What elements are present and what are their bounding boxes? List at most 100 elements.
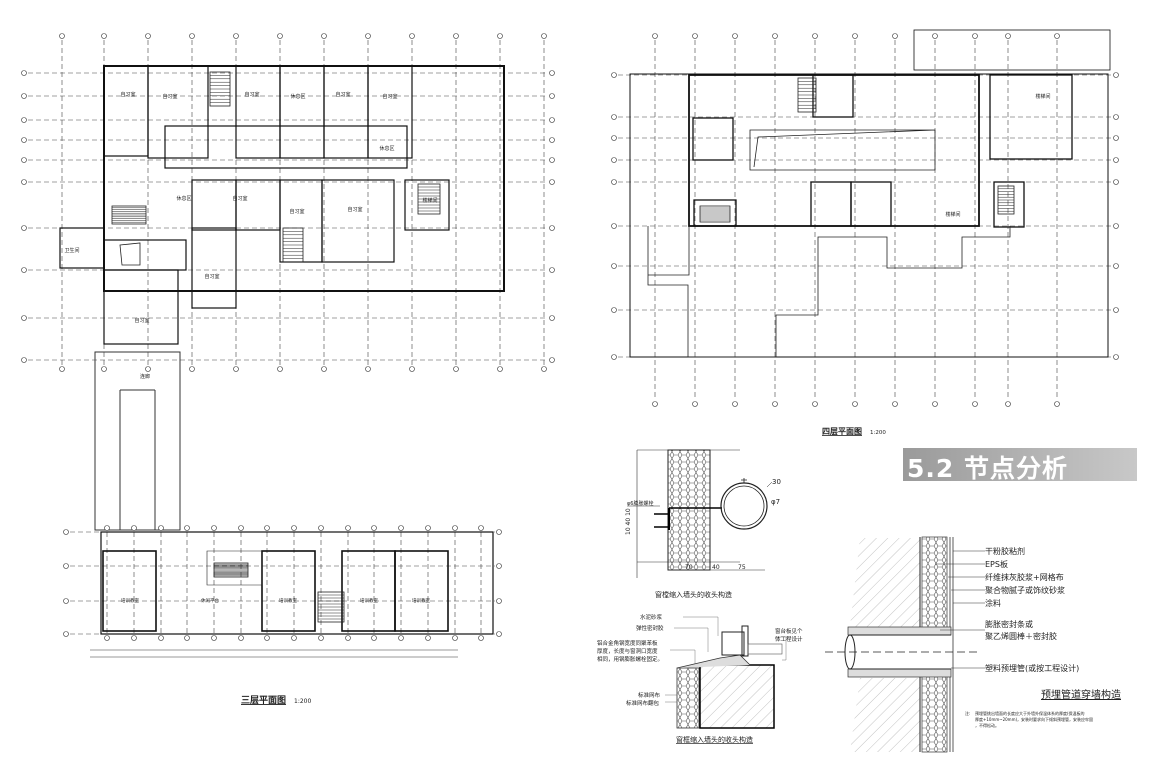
axis-bubble xyxy=(131,525,137,531)
axis-bubble xyxy=(233,33,239,39)
axis-bubble xyxy=(264,635,270,641)
axis-bubble xyxy=(277,366,283,372)
axis-bubble xyxy=(611,135,617,141)
section-banner: 5.2 节点分析 xyxy=(903,448,1137,483)
axis-bubble xyxy=(1113,135,1119,141)
axis-bubble xyxy=(549,179,555,185)
roof-outline xyxy=(647,226,1011,358)
axis-bubble xyxy=(452,635,458,641)
wall xyxy=(164,125,408,169)
axis-bubble xyxy=(101,366,107,372)
axis-bubble xyxy=(497,33,503,39)
axis-bubble xyxy=(1005,401,1011,407)
axis-bubble xyxy=(496,529,502,535)
note-line: ，不得松动。 xyxy=(975,722,999,728)
axis-bubble xyxy=(496,563,502,569)
axis-bubble xyxy=(932,33,938,39)
room-label: 休闲平台 xyxy=(201,597,219,604)
axis-bubble xyxy=(549,157,555,163)
third-floor-plan-upper: 自习室自习室自习室休息区自习室自习室休息区休息区自习室自习室自习室卫生间自习室自… xyxy=(21,33,555,372)
axis-bubble xyxy=(452,525,458,531)
section-title: 5.2 节点分析 xyxy=(907,454,1068,483)
axis-bubble xyxy=(772,33,778,39)
room-label: 休息区 xyxy=(379,145,394,152)
detail-label: 标准网布 xyxy=(638,691,661,699)
axis-bubble xyxy=(1113,157,1119,163)
dim-label: 75 xyxy=(738,564,746,571)
room-label: 楼梯间 xyxy=(945,211,960,218)
detail-label: 标准网布翻包 xyxy=(626,699,660,707)
room-label: 自习室 xyxy=(347,206,362,213)
wall xyxy=(103,65,149,157)
fourth-floor-title: 四层平面图 1:200 xyxy=(822,427,886,436)
axis-bubble xyxy=(63,563,69,569)
axis-bubble xyxy=(497,366,503,372)
room-label: 培训教室 xyxy=(279,597,297,604)
wall xyxy=(103,269,179,345)
axis-bubble xyxy=(549,70,555,76)
axis-bubble xyxy=(21,157,27,163)
axis-bubble xyxy=(318,635,324,641)
detail-label: 塑料预埋管(或按工程设计) xyxy=(985,663,1079,673)
axis-bubble xyxy=(852,33,858,39)
axis-bubble xyxy=(158,525,164,531)
wall xyxy=(629,73,1109,358)
axis-bubble xyxy=(371,635,377,641)
axis-bubble xyxy=(732,33,738,39)
wall xyxy=(191,227,237,309)
room-label: 卫生间 xyxy=(64,247,79,254)
wall xyxy=(102,550,157,632)
wall xyxy=(812,74,854,118)
axis-bubble xyxy=(611,179,617,185)
axis-bubble xyxy=(812,33,818,39)
axis-bubble xyxy=(365,33,371,39)
wall xyxy=(103,239,187,271)
axis-bubble xyxy=(145,366,151,372)
room-label: 楼梯间 xyxy=(422,197,437,204)
axis-bubble xyxy=(59,33,65,39)
room-label: 连廊 xyxy=(140,373,150,380)
axis-bubble xyxy=(611,263,617,269)
axis-bubble xyxy=(611,307,617,313)
note-line: 预埋管挑出墙面的长度应大于外墙外保温体系的厚度(保温板的 xyxy=(975,710,1085,716)
axis-bubble xyxy=(264,525,270,531)
axis-bubble xyxy=(932,401,938,407)
axis-bubble xyxy=(549,315,555,321)
axis-bubble xyxy=(398,525,404,531)
axis-bubble xyxy=(772,401,778,407)
axis-bubble xyxy=(291,635,297,641)
room-label: 自习室 xyxy=(204,273,219,280)
axis-bubble xyxy=(541,33,547,39)
bridge-corridor xyxy=(94,351,181,531)
axis-bubble xyxy=(1113,72,1119,78)
wall xyxy=(235,65,281,159)
room-label: 自习室 xyxy=(120,91,135,98)
axis-bubble xyxy=(611,114,617,120)
void-outline xyxy=(749,129,936,171)
detail-label: EPS板 xyxy=(985,559,1008,569)
axis-bubble xyxy=(1054,33,1060,39)
wall xyxy=(394,550,449,632)
axis-bubble xyxy=(478,635,484,641)
wall xyxy=(693,199,737,227)
wall xyxy=(913,29,1111,71)
axis-bubble xyxy=(21,93,27,99)
axis-bubble xyxy=(892,33,898,39)
fourth-floor-scale: 1:200 xyxy=(870,430,886,436)
axis-bubble xyxy=(59,366,65,372)
axis-bubble xyxy=(184,525,190,531)
axis-bubble xyxy=(189,33,195,39)
wall xyxy=(321,179,395,263)
axis-bubble xyxy=(972,33,978,39)
axis-bubble xyxy=(541,366,547,372)
detail-caption: 窗樘缩入墙头的收头构造 xyxy=(655,590,732,599)
axis-bubble xyxy=(1113,114,1119,120)
axis-bubble xyxy=(158,635,164,641)
axis-bubble xyxy=(549,357,555,363)
fourth-floor-title-text: 四层平面图 xyxy=(822,427,862,436)
axis-bubble xyxy=(409,366,415,372)
detail-label: 窗台板见个 xyxy=(775,627,803,635)
axis-bubble xyxy=(101,33,107,39)
